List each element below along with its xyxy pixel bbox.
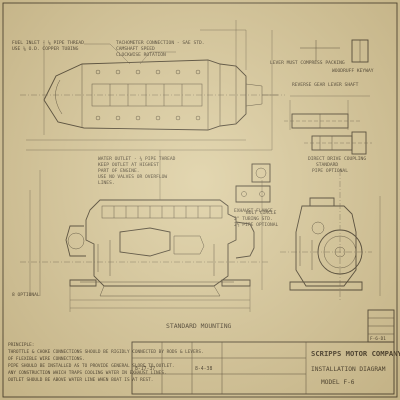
- title-date: 8-17-37: [135, 366, 155, 372]
- note-coupling-std: STANDARD: [316, 162, 338, 168]
- dimension-lines-top: [26, 20, 273, 151]
- title-model: MODEL F-6: [321, 379, 355, 386]
- title-block: SCRIPPS MOTOR COMPANY INSTALLATION DIAGR…: [135, 336, 400, 386]
- detail-exhaust-flange: [235, 163, 271, 203]
- note-woodruff: WOODRUFF KEYWAY: [332, 68, 374, 74]
- label-standard-mounting: STANDARD MOUNTING: [166, 322, 232, 330]
- note-fuel-inlet: FUEL INLET - ⅛ PIPE THREAD: [12, 39, 84, 46]
- note-outlet-above: OUTLET SHOULD BE ABOVE WATER LINE WHEN B…: [8, 377, 153, 383]
- note-lines: LINES.: [98, 180, 115, 186]
- title-sheet-no: F-6-D1: [370, 336, 386, 342]
- note-throttle: THROTTLE & CHOKE CONNECTIONS SHOULD BE R…: [8, 349, 204, 355]
- note-tachometer: TACHOMETER CONNECTION - SAE STD.: [116, 40, 205, 46]
- title-drawing-name: INSTALLATION DIAGRAM: [311, 366, 386, 373]
- note-no-valves: USE NO VALVES OR OVERFLOW: [98, 174, 167, 180]
- note-coupling: DIRECT DRIVE COUPLING: [308, 156, 366, 162]
- engine-top-view: [20, 59, 285, 131]
- detail-coupling: [304, 131, 372, 155]
- note-bolt-circle: BOLT CIRCLE: [246, 210, 277, 216]
- note-exhaust-flange: EXHAUST FLANGE: [234, 208, 273, 214]
- note-keep-outlet: KEEP OUTLET AT HIGHEST: [98, 162, 159, 168]
- note-principle: PRINCIPLE:: [8, 342, 34, 348]
- note-flexible: OF FLEXIBLE WIRE CONNECTIONS.: [8, 356, 85, 362]
- note-tubing-std: 2" TUBING STD.: [234, 216, 273, 222]
- note-lever-packing: LEVER MUST COMPRESS PACKING: [270, 60, 345, 66]
- installation-notes: PRINCIPLE: THROTTLE & CHOKE CONNECTIONS …: [8, 342, 204, 383]
- note-fuel-tubing: USE ⅝ O.D. COPPER TUBING: [12, 45, 79, 52]
- note-slope: PIPE SHOULD BE INSTALLED AS TO PROVIDE G…: [8, 363, 175, 369]
- title-block-frame: [131, 309, 395, 395]
- note-traps: ANY CONSTRUCTION WHICH TRAPS COOLING WAT…: [8, 370, 167, 376]
- title-revision: 8-4-38: [195, 366, 212, 372]
- note-rotation: CLOCKWISE ROTATION: [116, 52, 166, 58]
- engine-notes: FUEL INLET - ⅛ PIPE THREAD USE ⅝ O.D. CO…: [12, 39, 374, 228]
- note-camshaft: CAMSHAFT SPEED: [116, 46, 155, 52]
- dimension-lines-side: [29, 150, 270, 312]
- label-optional: 8 OPTIONAL: [12, 292, 40, 298]
- engine-rear-view: [280, 170, 381, 300]
- note-coupling-opt: PIPE OPTIONAL: [312, 168, 348, 174]
- note-reverse-gear: REVERSE GEAR LEVER SHAFT: [292, 82, 359, 88]
- detail-lever-shaft: [284, 39, 370, 130]
- note-part-engine: PART OF ENGINE.: [98, 168, 140, 174]
- note-pipe-optional: 2½ PIPE OPTIONAL: [234, 221, 278, 228]
- engine-side-view: [20, 199, 270, 297]
- title-company: SCRIPPS MOTOR COMPANY: [311, 349, 400, 358]
- note-water-outlet: WATER OUTLET - ¾ PIPE THREAD: [98, 156, 176, 162]
